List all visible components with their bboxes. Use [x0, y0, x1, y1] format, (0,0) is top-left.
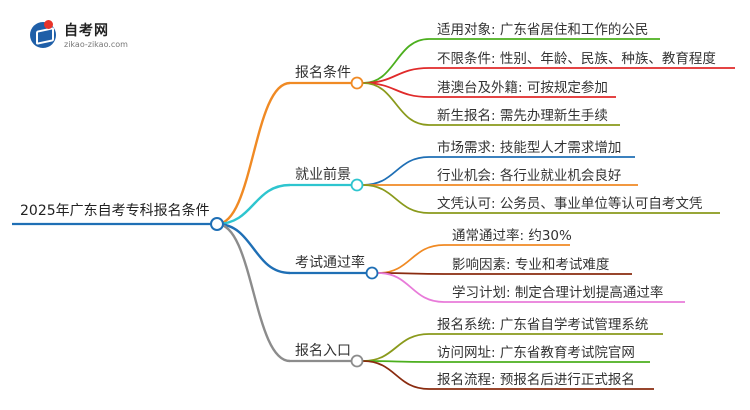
- leaf-label: 访问网址: 广东省教育考试院官网: [437, 345, 635, 361]
- root-node-label: 2025年广东自考专科报名条件: [20, 203, 210, 219]
- leaf-label: 港澳台及外籍: 可按规定参加: [437, 80, 608, 96]
- branch-connector: [216, 222, 291, 275]
- branch-label-registration: 报名条件: [295, 65, 351, 81]
- branch-node: [365, 266, 379, 280]
- site-logo[interactable]: 自考网 zikao-zikao.com: [30, 20, 140, 54]
- branch-connector: [216, 183, 291, 226]
- leaf-connector: [362, 360, 430, 390]
- leaf-connector: [362, 82, 430, 126]
- leaf-label: 学习计划: 制定合理计划提高通过率: [452, 285, 664, 301]
- leaf-connector: [377, 244, 445, 274]
- leaf-label: 不限条件: 性别、年龄、民族、种族、教育程度: [437, 51, 716, 67]
- graduation-cap-icon: [30, 20, 56, 48]
- leaf-label: 文凭认可: 公务员、事业单位等认可自考文凭: [437, 196, 703, 212]
- leaf-connector: [362, 156, 430, 186]
- logo-title: 自考网: [64, 23, 109, 39]
- branch-node: [350, 76, 364, 90]
- leaf-connector: [362, 38, 430, 84]
- leaf-label: 报名流程: 预报名后进行正式报名: [437, 372, 635, 388]
- branch-label-entry: 报名入口: [295, 343, 351, 359]
- branch-label-pass-rate: 考试通过率: [295, 255, 365, 271]
- leaf-connector: [377, 272, 445, 303]
- leaf-label: 新生报名: 需先办理新生手续: [437, 108, 608, 124]
- leaf-label: 适用对象: 广东省居住和工作的公民: [437, 22, 649, 38]
- leaf-label: 通常通过率: 约30%: [452, 228, 572, 244]
- logo-url: zikao-zikao.com: [64, 40, 128, 49]
- leaf-label: 影响因素: 专业和考试难度: [452, 257, 610, 273]
- leaf-connector: [362, 184, 430, 214]
- branch-label-employment: 就业前景: [295, 167, 351, 183]
- leaf-label: 市场需求: 技能型人才需求增加: [437, 140, 622, 156]
- branch-node: [350, 178, 364, 192]
- leaf-label: 行业机会: 各行业就业机会良好: [437, 168, 622, 184]
- leaf-connector: [362, 333, 430, 362]
- root-node: [210, 217, 224, 231]
- branch-connector: [216, 222, 291, 363]
- branch-node: [350, 354, 364, 368]
- branch-connector: [216, 81, 291, 226]
- leaf-label: 报名系统: 广东省自学考试管理系统: [437, 317, 649, 333]
